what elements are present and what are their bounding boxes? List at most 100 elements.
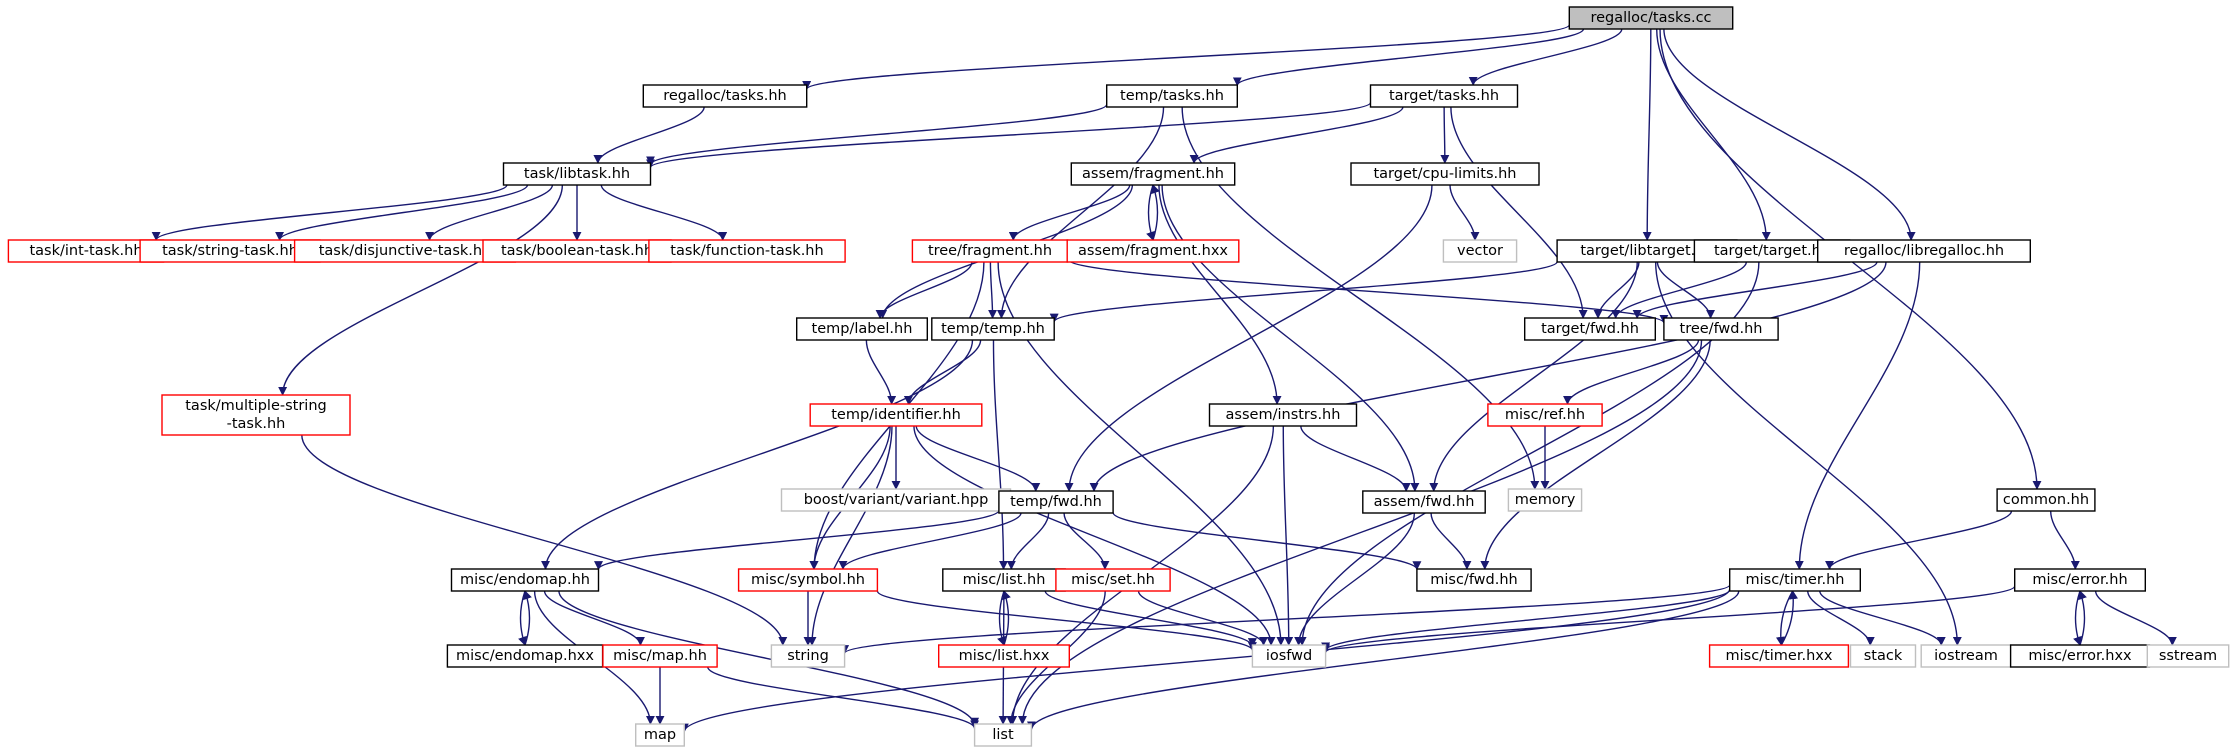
node-box [1708, 644, 1850, 668]
node-misc-fwd[interactable]: misc/fwd.hh [1416, 568, 1532, 592]
node-box [931, 317, 1055, 341]
node-assem-fragment-hxx[interactable]: assem/fragment.hxx [1066, 239, 1240, 263]
node-assem-instrs[interactable]: assem/instrs.hh [1208, 403, 1358, 427]
node-target-tasks[interactable]: target/tasks.hh [1369, 84, 1519, 108]
node-stack[interactable]: stack [1849, 644, 1917, 668]
node-vector[interactable]: vector [1442, 239, 1518, 263]
node-common[interactable]: common.hh [1996, 488, 2096, 512]
node-map[interactable]: map [635, 723, 686, 747]
node-label: common.hh [2003, 492, 2089, 508]
edge-misc_list_hxx-to-misc_list [1002, 590, 1011, 646]
node-box [1208, 403, 1358, 427]
edge-line [523, 590, 532, 646]
node-tree-fwd[interactable]: tree/fwd.hh [1663, 317, 1779, 341]
edge-temp_identifier-to-iosfwd [913, 425, 1276, 646]
node-misc-map[interactable]: misc/map.hh [602, 644, 718, 668]
edge-common-to-misc_timer [1825, 510, 2013, 570]
node-target-libtarget[interactable]: target/libtarget.hh [1556, 239, 1738, 263]
edge-root-to-target_tasks [1468, 28, 1623, 86]
node-misc-symbol[interactable]: misc/symbol.hh [737, 568, 879, 592]
edge-line [1049, 261, 1558, 323]
node-string[interactable]: string [770, 644, 846, 668]
node-box [1849, 644, 1917, 668]
node-misc-ref[interactable]: misc/ref.hh [1487, 403, 1603, 427]
node-function-task[interactable]: task/function-task.hh [648, 239, 846, 263]
node-string-task[interactable]: task/string-task.hh [139, 239, 321, 263]
edge-line [1008, 184, 1131, 241]
node-box [1816, 239, 2031, 263]
node-label: task/string-task.hh [162, 243, 298, 259]
node-sstream[interactable]: sstream [2146, 644, 2230, 668]
node-box [1055, 568, 1171, 592]
edge-line [988, 261, 998, 319]
node-regalloc-tasks[interactable]: regalloc/tasks.hh [642, 84, 808, 108]
node-label: misc/ref.hh [1505, 407, 1585, 423]
edge-root-to-temp_tasks [1232, 28, 1585, 87]
edge-temp_fwd-to-misc_endomap [594, 509, 1000, 571]
node-list[interactable]: list [973, 723, 1033, 747]
node-iostream[interactable]: iostream [1920, 644, 2012, 668]
node-misc-timer[interactable]: misc/timer.hh [1728, 568, 1861, 592]
node-assem-fragment[interactable]: assem/fragment.hh [1070, 162, 1236, 186]
node-temp-label[interactable]: temp/label.hh [796, 317, 929, 341]
node-target-cpu-limits[interactable]: target/cpu-limits.hh [1350, 162, 1540, 186]
node-boolean-task[interactable]: task/boolean-task.hh [482, 239, 672, 263]
node-task-libtask[interactable]: task/libtask.hh [502, 162, 652, 186]
node-label: temp/temp.hh [941, 321, 1045, 337]
node-regalloc-libregalloc[interactable]: regalloc/libregalloc.hh [1816, 239, 2031, 263]
edge-target_tasks-to-target_cpu_limits [1440, 106, 1450, 164]
node-box [648, 239, 846, 263]
edge-line [1656, 28, 1771, 241]
node-target-target[interactable]: target/target.hh [1693, 239, 1851, 263]
edge-line [1112, 512, 1422, 571]
node-misc-timer-hxx[interactable]: misc/timer.hxx [1708, 644, 1850, 668]
edge-target_libtarget-to-temp_temp [1049, 261, 1558, 323]
edge-line [1137, 590, 1268, 646]
edge-line [543, 590, 645, 646]
node-label: misc/set.hh [1071, 572, 1155, 588]
edge-line [1593, 261, 1640, 319]
node-misc-list[interactable]: misc/list.hh [942, 568, 1066, 592]
node-label: list [992, 727, 1014, 743]
edge-temp_temp-to-temp_identifier [903, 339, 982, 405]
node-misc-set[interactable]: misc/set.hh [1055, 568, 1171, 592]
node-boost-variant[interactable]: boost/variant/variant.hpp [780, 488, 1012, 512]
edge-line [1663, 28, 1916, 241]
node-temp-identifier[interactable]: temp/identifier.hh [809, 403, 983, 427]
edge-regalloc_libregalloc-to-temp_fwd [1089, 261, 1887, 492]
node-misc-error[interactable]: misc/error.hh [2013, 568, 2146, 592]
edge-line [1429, 261, 1638, 492]
node-misc-endomap[interactable]: misc/endomap.hh [450, 568, 600, 592]
edge-misc_set-to-iosfwd [1137, 590, 1268, 646]
node-misc-error-hxx[interactable]: misc/error.hxx [2009, 644, 2151, 668]
edge-line [838, 512, 1022, 570]
node-assem-fwd[interactable]: assem/fwd.hh [1362, 490, 1486, 514]
edge-misc_endomap-to-list [558, 590, 980, 727]
edge-misc_symbol-to-iosfwd [876, 590, 1257, 652]
edge-misc_map-to-list [707, 666, 979, 730]
node-box [1996, 488, 2096, 512]
node-memory[interactable]: memory [1507, 488, 1583, 512]
node-temp-fwd[interactable]: temp/fwd.hh [998, 490, 1114, 514]
node-multiple-string-task[interactable]: task/multiple-string-task.hh [161, 394, 351, 436]
node-tree-fragment[interactable]: tree/fragment.hh [911, 239, 1069, 263]
node-label: task/int-task.hh [29, 243, 142, 259]
edge-temp_label-to-temp_identifier [865, 339, 897, 405]
node-misc-list-hxx[interactable]: misc/list.hxx [938, 644, 1071, 668]
node-label: assem/fwd.hh [1374, 494, 1475, 510]
node-label: map [644, 727, 676, 743]
node-box [938, 644, 1071, 668]
node-disjunctive-task[interactable]: task/disjunctive-task.hh [293, 239, 517, 263]
node-root[interactable]: regalloc/tasks.cc [1568, 6, 1734, 30]
node-label: regalloc/tasks.cc [1590, 10, 1711, 26]
node-target-fwd[interactable]: target/fwd.hh [1523, 317, 1656, 341]
node-temp-temp[interactable]: temp/temp.hh [931, 317, 1055, 341]
edge-target_libtarget-to-iostream [1654, 261, 1962, 646]
node-temp-tasks[interactable]: temp/tasks.hh [1105, 84, 1238, 108]
edge-root-to-target_libtarget [1642, 28, 1652, 241]
edge-misc_endomap_hxx-to-misc_endomap [523, 590, 532, 646]
node-misc-endomap-hxx[interactable]: misc/endomap.hxx [446, 644, 604, 668]
edge-line [1064, 184, 1433, 492]
edge-target_tasks-to-task_libtask [646, 101, 1372, 169]
node-iosfwd[interactable]: iosfwd [1251, 644, 1327, 668]
